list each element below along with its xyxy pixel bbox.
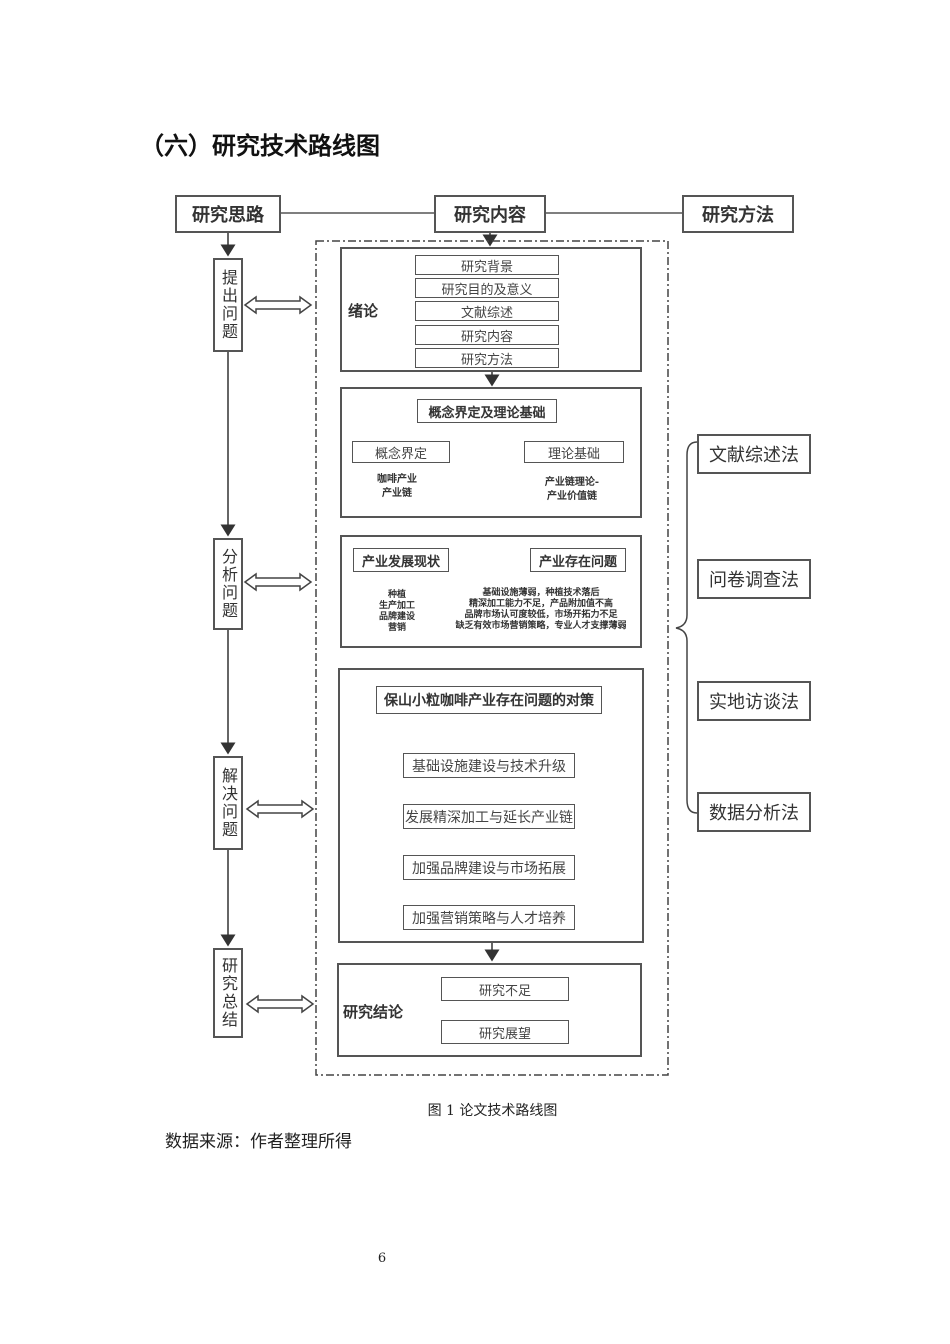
stage-analyze-question: 分析问题	[213, 538, 243, 630]
conclusion-label: 研究结论	[343, 1003, 404, 1021]
solution-step: 基础设施建设与技术升级	[403, 753, 575, 778]
theory-basis-box: 理论基础	[524, 441, 624, 463]
intro-item: 研究背景	[415, 255, 559, 275]
intro-item: 研究内容	[415, 325, 559, 345]
stage-raise-question: 提出问题	[213, 258, 243, 352]
column-header-methods: 研究方法	[682, 195, 794, 233]
stage-summary: 研究总结	[213, 948, 243, 1038]
column-header-content: 研究内容	[434, 195, 546, 233]
industry-chain-diamond: 种植 生产加工 品牌建设 营销	[378, 590, 415, 633]
intro-label: 绪论	[348, 302, 379, 320]
concept-title: 概念界定及理论基础	[417, 399, 557, 423]
method-box: 问卷调查法	[697, 559, 811, 599]
industry-problem-box: 产业存在问题	[530, 548, 626, 572]
solutions-title: 保山小粒咖啡产业存在问题的对策	[376, 686, 602, 714]
intro-item: 研究目的及意义	[415, 278, 559, 298]
theory-note: 产业链理论- 产业价值链	[544, 477, 600, 502]
intro-item: 研究方法	[415, 348, 559, 368]
section-heading: （六）研究技术路线图	[140, 132, 380, 160]
intro-item: 文献综述	[415, 301, 559, 321]
method-box: 实地访谈法	[697, 681, 811, 721]
data-source-note: 数据来源：作者整理所得	[165, 1132, 352, 1152]
problem-list: 基础设施薄弱，种植技术落后 精深加工能力不足，产品附加值不高 品牌市场认可度较低…	[455, 588, 627, 631]
page-number: 6	[377, 1251, 387, 1266]
figure-caption: 图 1 论文技术路线图	[427, 1103, 558, 1119]
solution-step: 加强营销策略与人才培养	[403, 905, 575, 930]
concept-note: 咖啡产业 产业链	[377, 474, 417, 499]
method-box: 数据分析法	[697, 792, 811, 832]
solution-step: 发展精深加工与延长产业链	[403, 804, 575, 829]
conclusion-item: 研究展望	[441, 1020, 569, 1044]
method-box: 文献综述法	[697, 434, 811, 474]
concept-definition-box: 概念界定	[352, 441, 450, 463]
conclusion-item: 研究不足	[441, 977, 569, 1001]
solution-step: 加强品牌建设与市场拓展	[403, 855, 575, 880]
column-header-ideas: 研究思路	[175, 195, 281, 233]
stage-solve-question: 解决问题	[213, 756, 243, 850]
industry-status-box: 产业发展现状	[353, 548, 449, 572]
